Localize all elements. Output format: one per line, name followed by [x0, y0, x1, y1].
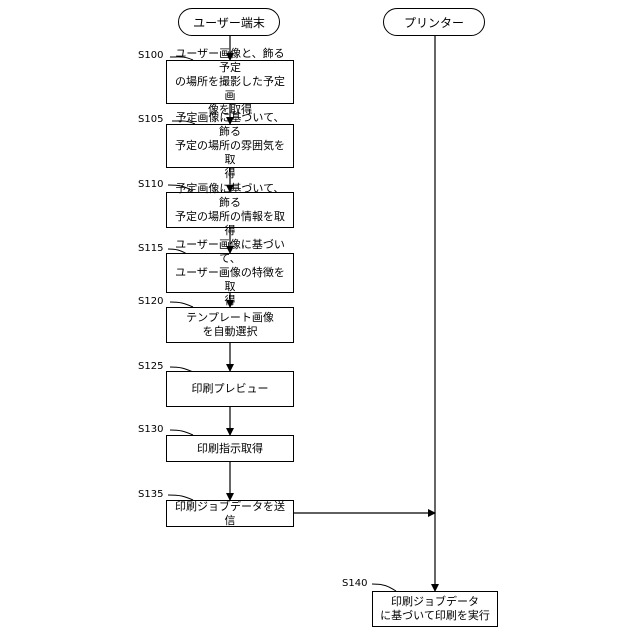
step-id-s125: S125 — [138, 361, 163, 373]
step-box-s125: 印刷プレビュー — [166, 371, 294, 407]
step-id-s105: S105 — [138, 114, 163, 126]
lane-user-terminal-label: ユーザー端末 — [193, 14, 265, 31]
lane-user-terminal: ユーザー端末 — [178, 8, 280, 36]
step-box-s140: 印刷ジョブデータ に基づいて印刷を実行 — [372, 591, 498, 627]
step-box-s110: 予定画像に基づいて、飾る 予定の場所の情報を取得 — [166, 192, 294, 228]
step-id-s135: S135 — [138, 489, 163, 501]
step-leader — [372, 584, 396, 591]
step-box-s100: ユーザー画像と、飾る予定 の場所を撮影した予定画 像を取得 — [166, 60, 294, 104]
step-id-s115: S115 — [138, 243, 163, 255]
step-id-s120: S120 — [138, 296, 163, 308]
step-box-s105: 予定画像に基づいて、飾る 予定の場所の雰囲気を取 得 — [166, 124, 294, 168]
step-id-s100: S100 — [138, 50, 163, 62]
step-id-s140: S140 — [342, 578, 367, 590]
lane-printer: プリンター — [383, 8, 485, 36]
step-id-s130: S130 — [138, 424, 163, 436]
step-box-s130: 印刷指示取得 — [166, 435, 294, 462]
step-box-s135: 印刷ジョブデータを送信 — [166, 500, 294, 527]
lane-printer-label: プリンター — [404, 14, 464, 31]
step-id-s110: S110 — [138, 179, 163, 191]
step-box-s115: ユーザー画像に基づいて、 ユーザー画像の特徴を取 得 — [166, 253, 294, 293]
step-box-s120: テンプレート画像 を自動選択 — [166, 307, 294, 343]
